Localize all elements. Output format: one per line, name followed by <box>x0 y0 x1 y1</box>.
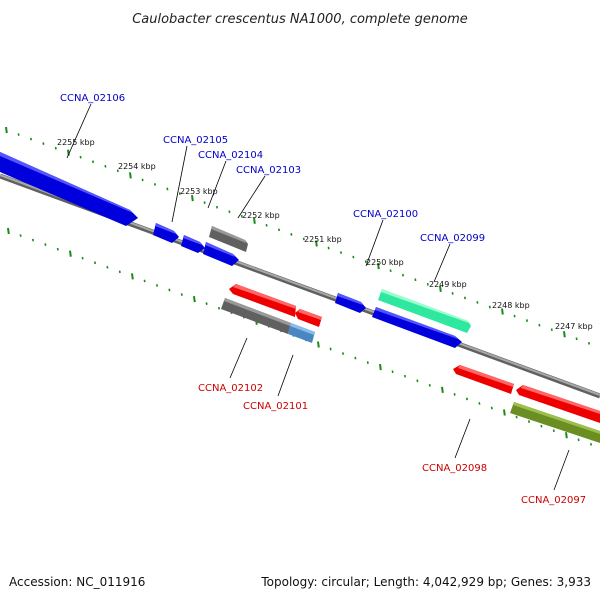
gene-labels: CCNA_02106 CCNA_02105 CCNA_02104 CCNA_02… <box>60 93 586 506</box>
kbp-label: 2255 kbp <box>57 138 95 147</box>
kbp-tick <box>193 295 196 303</box>
kbp-tick-track-plus <box>5 126 590 345</box>
kbp-label: 2251 kbp <box>304 235 342 244</box>
gene-label[interactable]: CCNA_02098 <box>422 463 487 474</box>
gene-ccna-02097-red[interactable] <box>516 385 600 423</box>
plus-strand-genes <box>0 152 471 348</box>
map-title: Caulobacter crescentus NA1000, complete … <box>132 12 468 27</box>
kbp-label: 2249 kbp <box>429 280 467 289</box>
kbp-label: 2254 kbp <box>118 162 156 171</box>
kbp-label: 2250 kbp <box>366 258 404 267</box>
kbp-tick <box>7 227 10 235</box>
kbp-tick <box>253 217 256 224</box>
gene-ccna-02101-red[interactable] <box>295 309 322 327</box>
gene-ccna-02104b[interactable] <box>203 242 239 266</box>
gene-ccna-02100[interactable] <box>335 293 366 313</box>
gene-ccna-02099[interactable] <box>378 289 471 333</box>
kbp-tick <box>441 386 444 393</box>
kbp-tick <box>565 432 568 439</box>
kbp-label: 2247 kbp <box>555 322 593 331</box>
gene-ccna-02102[interactable] <box>221 298 291 334</box>
kbp-tick <box>563 331 566 338</box>
gene-label[interactable]: CCNA_02099 <box>420 233 485 244</box>
kbp-tick <box>377 263 380 270</box>
gene-ccna-02098[interactable] <box>453 365 514 394</box>
kbp-tick <box>379 364 382 371</box>
gene-ccna-02097[interactable] <box>510 402 600 443</box>
accession-text: Accession: NC_011916 <box>9 575 145 589</box>
kbp-tick <box>129 172 132 179</box>
gene-ccna-02102-red[interactable] <box>229 284 296 317</box>
gene-label[interactable]: CCNA_02105 <box>163 135 228 146</box>
kbp-label: 2252 kbp <box>242 211 280 220</box>
kbp-tick <box>69 250 72 257</box>
topology-text: Topology: circular; Length: 4,042,929 bp… <box>260 575 591 589</box>
kbp-tick <box>5 126 8 134</box>
gene-label[interactable]: CCNA_02102 <box>198 383 263 394</box>
kbp-tick <box>501 308 504 315</box>
gene-label[interactable]: CCNA_02100 <box>353 209 418 220</box>
gene-label[interactable]: CCNA_02104 <box>198 150 263 161</box>
kbp-tick <box>315 240 318 247</box>
kbp-label: 2253 kbp <box>180 187 218 196</box>
minus-strand-genes <box>221 284 600 443</box>
gene-ccna-02103[interactable] <box>209 226 248 252</box>
gene-ccna-02101[interactable] <box>288 323 315 343</box>
gene-label[interactable]: CCNA_02103 <box>236 165 301 176</box>
gene-ccna-02100b[interactable] <box>372 307 462 348</box>
label-leaders <box>66 103 570 491</box>
gene-label[interactable]: CCNA_02106 <box>60 93 125 104</box>
kbp-tick <box>131 273 134 280</box>
gene-label[interactable]: CCNA_02101 <box>243 401 308 412</box>
gene-label[interactable]: CCNA_02097 <box>521 495 586 506</box>
kbp-tick <box>191 194 194 202</box>
gene-ccna-02106[interactable] <box>0 152 138 226</box>
kbp-label: 2248 kbp <box>492 301 530 310</box>
kbp-tick <box>317 341 320 348</box>
kbp-tick <box>439 285 442 292</box>
gene-ccna-02104[interactable] <box>181 235 205 253</box>
gene-ccna-02105[interactable] <box>153 223 179 243</box>
kbp-tick <box>503 409 506 416</box>
kbp-labels: 2255 kbp 2254 kbp 2253 kbp 2252 kbp 2251… <box>57 138 593 331</box>
